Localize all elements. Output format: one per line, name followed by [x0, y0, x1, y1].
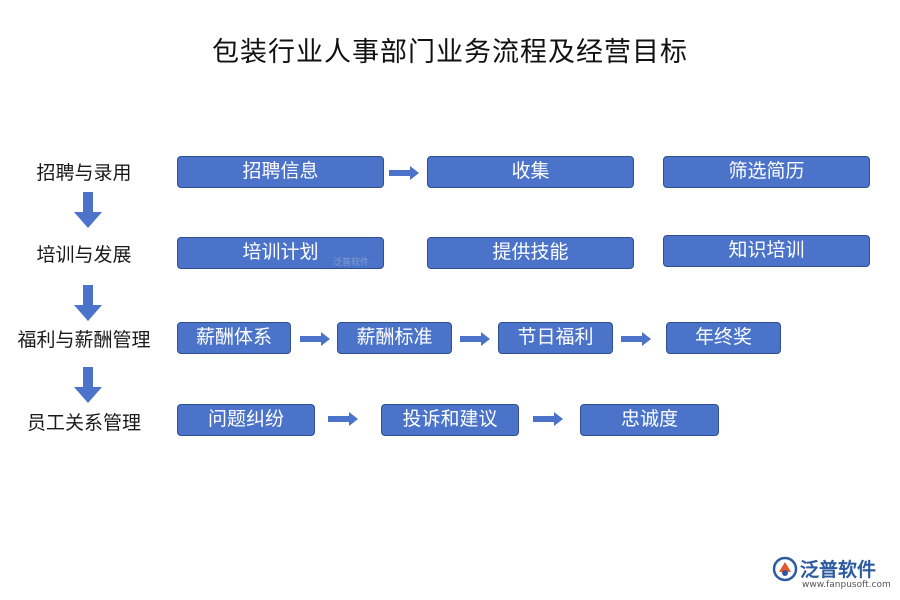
right-arrow-icon: [300, 332, 330, 346]
stage-label-employee-relations: 员工关系管理: [26, 412, 141, 434]
brand-logo-icon: [772, 556, 798, 582]
right-arrow-icon: [328, 412, 358, 426]
step-loyalty: 忠诚度: [580, 404, 719, 436]
right-arrow-icon: [389, 166, 419, 180]
step-training-plan: 培训计划: [177, 237, 384, 269]
step-disputes: 问题纠纷: [177, 404, 315, 436]
step-year-end-bonus: 年终奖: [666, 322, 781, 354]
step-collect: 收集: [427, 156, 634, 188]
brand-name: 泛普软件: [800, 559, 877, 581]
page-title: 包装行业人事部门业务流程及经营目标: [212, 37, 688, 68]
step-salary-standard: 薪酬标准: [337, 322, 452, 354]
right-arrow-icon: [533, 412, 563, 426]
stage-label-recruitment: 招聘与录用: [36, 162, 132, 184]
step-screen-resumes: 筛选简历: [663, 156, 870, 188]
right-arrow-icon: [621, 332, 651, 346]
step-provide-skills: 提供技能: [427, 237, 634, 269]
down-arrow-icon: [74, 285, 102, 321]
step-knowledge-training: 知识培训: [663, 235, 870, 267]
step-salary-system: 薪酬体系: [177, 322, 291, 354]
down-arrow-icon: [74, 192, 102, 228]
brand-url: www.fanpusoft.com: [802, 580, 891, 590]
stage-label-compensation: 福利与薪酬管理: [17, 329, 151, 351]
step-complaints-suggestions: 投诉和建议: [381, 404, 519, 436]
inline-watermark: 泛普软件: [333, 258, 370, 268]
stage-label-training: 培训与发展: [36, 244, 132, 266]
down-arrow-icon: [74, 367, 102, 403]
step-recruitment-info: 招聘信息: [177, 156, 384, 188]
brand-logo: 泛普软件 www.fanpusoft.com: [772, 554, 892, 594]
right-arrow-icon: [460, 332, 490, 346]
step-holiday-benefits: 节日福利: [498, 322, 613, 354]
